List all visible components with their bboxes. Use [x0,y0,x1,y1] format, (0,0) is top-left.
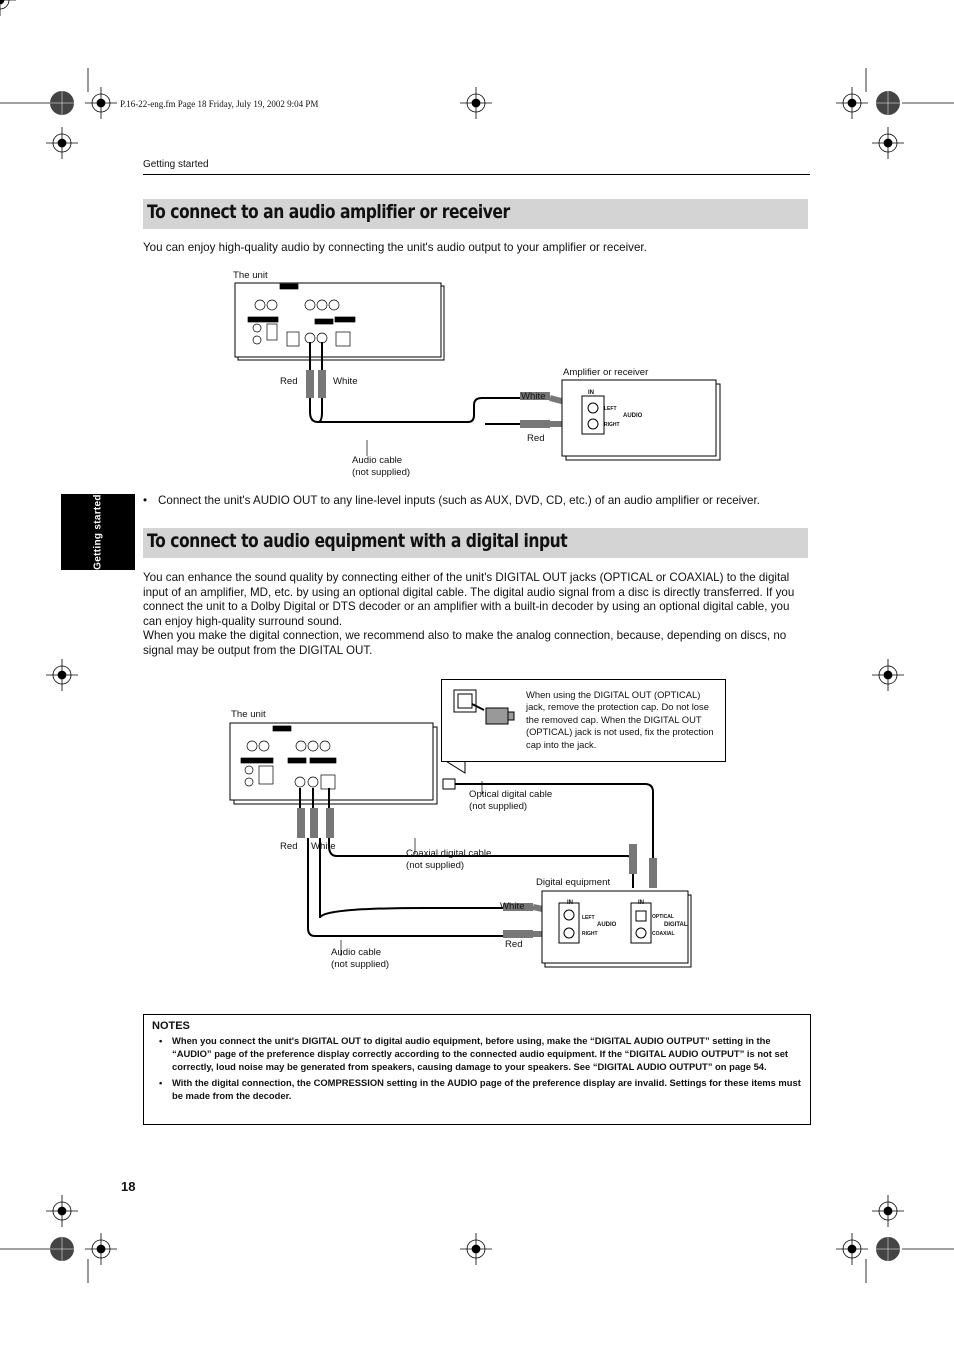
section2-title: To connect to audio equipment with a dig… [147,530,568,552]
diagram1-right-label: RIGHT [604,422,620,428]
notes-box: NOTES When you connect the unit's DIGITA… [143,1014,811,1125]
audio-cable-note: (not supplied) [331,959,390,970]
optical-cap-callout: When using the DIGITAL OUT (OPTICAL) jac… [441,679,726,762]
optical-cable-note: (not supplied) [469,801,528,812]
diagram2-digital-equipment-label: Digital equipment [536,877,611,888]
diagram1-white-right-label: White [521,391,546,402]
diagram1-in-label: IN [588,390,594,396]
diagram2-white-right-label: White [500,901,525,912]
header-rule [143,174,810,175]
coaxial-cable-name: Coaxial digital cable [406,848,492,859]
section1-bullet-text: Connect the unit's AUDIO OUT to any line… [158,494,760,507]
diagram2-optical-jack-label: OPTICAL [652,914,674,920]
diagram1-cable-label: Audio cable (not supplied) [352,455,410,479]
diagram2-red-label: Red [280,841,298,852]
section-header: Getting started [143,159,209,170]
bullet-mark: • [143,494,148,507]
diagram1-unit-label: The unit [233,270,268,281]
diagram2-in2-label: IN [638,900,644,906]
diagram2-right-label: RIGHT [582,931,598,937]
diagram2-unit-label: The unit [231,709,266,720]
diagram2-optical-label: Optical digital cable (not supplied) [469,789,552,813]
coaxial-cable-note: (not supplied) [406,860,465,871]
section2-para1: You can enhance the sound quality by con… [143,571,795,628]
diagram2-left-label: LEFT [582,915,595,921]
optical-cable-name: Optical digital cable [469,789,553,800]
section1-title-band: To connect to an audio amplifier or rece… [143,199,808,229]
section1-intro: You can enjoy high-quality audio by conn… [143,241,647,254]
note-item: When you connect the unit's DIGITAL OUT … [159,1035,812,1073]
section1-title: To connect to an audio amplifier or rece… [147,201,510,223]
diagram1-cable-name: Audio cable [352,455,403,466]
side-tab: Getting started [61,494,135,570]
diagram2-digital-label: DIGITAL [664,922,688,928]
diagram2-audio-label: AUDIO [597,922,617,928]
diagram1 [234,282,721,461]
diagram2-coaxial-label: Coaxial digital cable (not supplied) [406,848,491,872]
diagram1-red-right-label: Red [527,433,545,444]
diagram2-audio-cable-label: Audio cable (not supplied) [331,947,389,971]
diagram1-left-label: LEFT [604,406,617,412]
diagram1-cable-note: (not supplied) [352,467,411,478]
page-number: 18 [121,1179,136,1194]
diagram1-audio-label: AUDIO [623,413,643,419]
note-item: With the digital connection, the COMPRES… [159,1077,812,1103]
section2-para2: When you make the digital connection, we… [143,629,787,657]
audio-cable-name: Audio cable [331,947,382,958]
side-tab-label: Getting started [92,494,104,570]
notes-heading: NOTES [152,1020,190,1032]
diagram1-amplifier-label: Amplifier or receiver [563,367,649,378]
diagram2-coaxial-jack-label: COAXIAL [652,931,675,937]
diagram2-red-right-label: Red [505,939,523,950]
notes-list: When you connect the unit's DIGITAL OUT … [158,1035,812,1107]
diagram1-white-label: White [333,376,358,387]
section2-title-band: To connect to audio equipment with a dig… [143,528,808,558]
diagram2 [229,722,692,968]
section1-bullet: • Connect the unit's AUDIO OUT to any li… [143,494,811,509]
print-header: P.16-22-eng.fm Page 18 Friday, July 19, … [120,99,319,109]
diagram2-in-label: IN [567,900,573,906]
diagram2-white-label: White [311,841,336,852]
protection-cap-icon [453,689,515,725]
callout-text: When using the DIGITAL OUT (OPTICAL) jac… [526,689,714,750]
diagram1-red-label: Red [280,376,298,387]
